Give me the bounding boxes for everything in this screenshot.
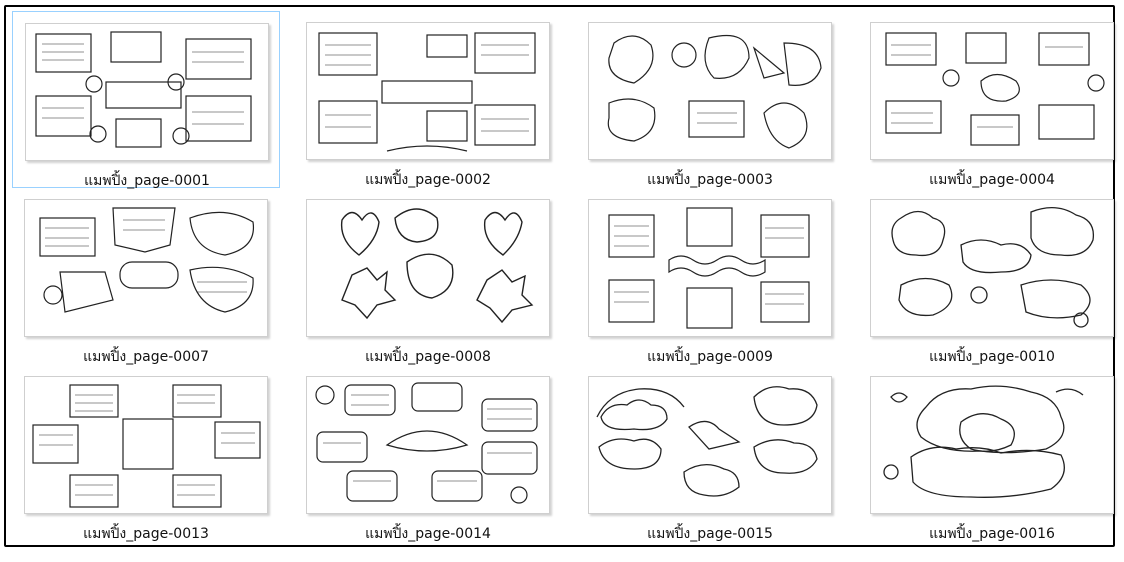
- file-thumbnail[interactable]: [24, 376, 268, 514]
- file-name: แมพปิ้ง_page-0014: [365, 526, 491, 542]
- file-name: แมพปิ้ง_page-0013: [83, 526, 209, 542]
- file-item[interactable]: แมพปิ้ง_page-0014: [294, 365, 562, 542]
- file-thumbnail[interactable]: [870, 376, 1114, 514]
- file-name: แมพปิ้ง_page-0008: [365, 349, 491, 365]
- file-name: แมพปิ้ง_page-0002: [365, 172, 491, 188]
- file-item[interactable]: แมพปิ้ง_page-0001: [12, 11, 280, 189]
- file-name: แมพปิ้ง_page-0016: [929, 526, 1055, 542]
- file-name: แมพปิ้ง_page-0009: [647, 349, 773, 365]
- thumbnail-grid: แมพปิ้ง_page-0001 แมพปิ้ง_page-0002: [12, 11, 1124, 542]
- file-thumbnail[interactable]: [588, 22, 832, 160]
- file-item[interactable]: แมพปิ้ง_page-0009: [576, 188, 844, 365]
- file-thumbnail[interactable]: [25, 23, 269, 161]
- file-name: แมพปิ้ง_page-0007: [83, 349, 209, 365]
- file-thumbnail[interactable]: [306, 199, 550, 337]
- file-thumbnail[interactable]: [588, 376, 832, 514]
- file-item[interactable]: แมพปิ้ง_page-0015: [576, 365, 844, 542]
- file-item[interactable]: แมพปิ้ง_page-0008: [294, 188, 562, 365]
- file-item[interactable]: แมพปิ้ง_page-0010: [858, 188, 1124, 365]
- file-item[interactable]: แมพปิ้ง_page-0016: [858, 365, 1124, 542]
- file-thumbnail[interactable]: [588, 199, 832, 337]
- file-name: แมพปิ้ง_page-0003: [647, 172, 773, 188]
- file-thumbnail[interactable]: [306, 22, 550, 160]
- file-item[interactable]: แมพปิ้ง_page-0013: [12, 365, 280, 542]
- file-thumbnail[interactable]: [870, 199, 1114, 337]
- file-item[interactable]: แมพปิ้ง_page-0003: [576, 11, 844, 188]
- file-name: แมพปิ้ง_page-0001: [84, 173, 210, 189]
- file-thumbnail[interactable]: [870, 22, 1114, 160]
- file-item[interactable]: แมพปิ้ง_page-0002: [294, 11, 562, 188]
- file-name: แมพปิ้ง_page-0010: [929, 349, 1055, 365]
- file-item[interactable]: แมพปิ้ง_page-0004: [858, 11, 1124, 188]
- file-item[interactable]: แมพปิ้ง_page-0007: [12, 188, 280, 365]
- file-name: แมพปิ้ง_page-0015: [647, 526, 773, 542]
- file-thumbnail[interactable]: [24, 199, 268, 337]
- file-browser-window: แมพปิ้ง_page-0001 แมพปิ้ง_page-0002: [4, 5, 1115, 547]
- file-name: แมพปิ้ง_page-0004: [929, 172, 1055, 188]
- file-thumbnail[interactable]: [306, 376, 550, 514]
